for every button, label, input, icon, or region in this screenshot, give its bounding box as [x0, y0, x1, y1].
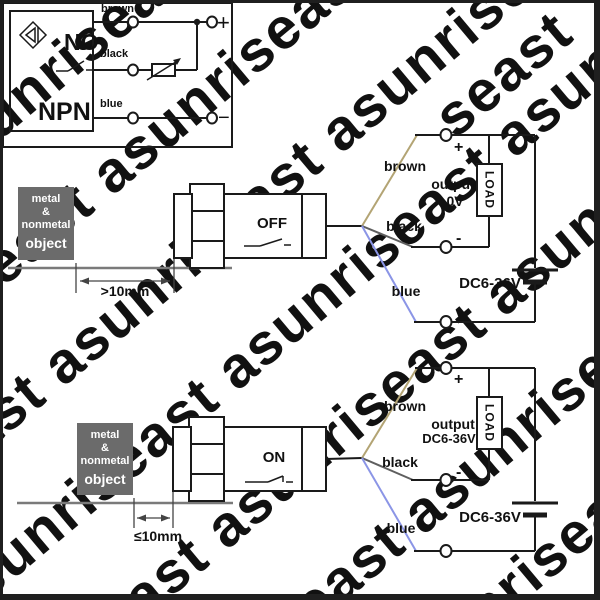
border-top [0, 0, 600, 3]
load-label: LOAD [483, 404, 497, 442]
battery-symbol [512, 268, 558, 285]
brown-wire-label: brown [384, 398, 426, 414]
object-label-line: nonmetal [81, 455, 130, 467]
border-right [594, 0, 600, 600]
connector-circle [439, 544, 453, 558]
blue-wire [361, 225, 417, 323]
switch-blade [267, 475, 284, 483]
battery-symbol [512, 501, 558, 518]
off-state-diagram: metal & nonmetal object >10mm OFF [8, 128, 558, 329]
resistor-arrow-head [173, 58, 181, 65]
switch-symbol [56, 60, 93, 72]
sensor-drawing: OFF [173, 183, 327, 269]
sensor-face [173, 193, 193, 259]
blue-wire [361, 457, 417, 552]
sensor-end-cap [301, 193, 327, 259]
brown-wire-label: brown [384, 158, 426, 174]
object-label-line: metal [91, 429, 120, 441]
blue-wire-label: blue [387, 520, 416, 536]
output-value: 0V [446, 193, 464, 209]
switch-blade [259, 238, 283, 247]
connector-circle [206, 111, 218, 125]
connector-circle [439, 128, 453, 142]
blue-wire-label: blue [100, 98, 123, 110]
connector-circle [439, 361, 453, 375]
output-value: DC6-36V [422, 431, 476, 446]
switch-blade [67, 60, 85, 72]
minus-terminal-label: − [218, 107, 230, 129]
connector-circle [127, 15, 139, 29]
object-label-line: metal [32, 193, 61, 205]
supply-voltage-label: DC6-36V [459, 275, 521, 292]
output-type-label: NPN [38, 98, 91, 126]
black-wire-label: black [386, 218, 422, 234]
black-wire [361, 225, 414, 248]
brown-wire-label: brown [101, 3, 134, 15]
object-label-line: nonmetal [22, 219, 71, 231]
diamond-outline [18, 20, 48, 50]
switch-closed-icon [245, 475, 293, 483]
on-state-diagram: metal & nonmetal object ≤10mm ON [17, 361, 558, 558]
black-wire-label: black [382, 454, 418, 470]
brown-wire [361, 134, 418, 227]
sensor-nut [188, 416, 225, 502]
border-bottom [0, 594, 600, 600]
border-left [0, 0, 3, 600]
cable-lead [325, 457, 363, 460]
black-wire [361, 457, 414, 481]
arrow-head-left [80, 277, 89, 285]
load-box [476, 396, 503, 450]
target-object-box [18, 187, 74, 260]
object-label-line: & [42, 206, 50, 218]
load-label: LOAD [483, 171, 497, 209]
sensor-nut [189, 183, 225, 269]
sensor-body [223, 193, 303, 259]
connector-circle [439, 240, 453, 254]
object-label-line: object [84, 471, 126, 487]
output-label: output [431, 176, 475, 192]
sensor-face [172, 426, 192, 492]
distance-label: >10mm [101, 283, 150, 299]
arrow-head-right [161, 277, 170, 285]
minus-label: - [456, 464, 461, 481]
load-box [476, 163, 503, 217]
output-label: output [431, 416, 475, 432]
connector-circle [439, 315, 453, 329]
switch-open-icon [244, 238, 291, 247]
plus-label: + [454, 139, 463, 156]
proximity-sensor-icon [18, 20, 48, 50]
plus-terminal-label: + [217, 10, 230, 35]
sensor-end-cap [301, 426, 327, 492]
connector-circle [206, 15, 218, 29]
state-label: OFF [257, 215, 287, 232]
contact-type-label: NO [64, 29, 99, 55]
object-label-line: & [101, 442, 109, 454]
distance-label: ≤10mm [134, 528, 182, 544]
sensor-drawing: ON [172, 416, 327, 502]
minus-label: - [456, 230, 461, 247]
black-wire-label: black [100, 48, 129, 60]
arrow-head-left [137, 514, 146, 522]
blue-wire-label: blue [392, 283, 421, 299]
resistor-arrow-line [146, 59, 180, 81]
object-label-line: object [25, 235, 67, 251]
arrow-head-right [161, 514, 170, 522]
diamond-inner-triangle [24, 26, 36, 44]
brown-wire [361, 367, 418, 459]
load-resistor-symbol [146, 58, 181, 81]
junction-dot [193, 18, 201, 26]
connector-circle [127, 63, 139, 77]
target-object-box [77, 423, 133, 495]
schematic-panel: NO NPN brown black blue + − [2, 2, 233, 148]
supply-voltage-label: DC6-36V [459, 509, 521, 526]
connector-circle [439, 473, 453, 487]
connector-circle [127, 111, 139, 125]
plus-label: + [454, 371, 463, 388]
state-label: ON [263, 449, 286, 466]
